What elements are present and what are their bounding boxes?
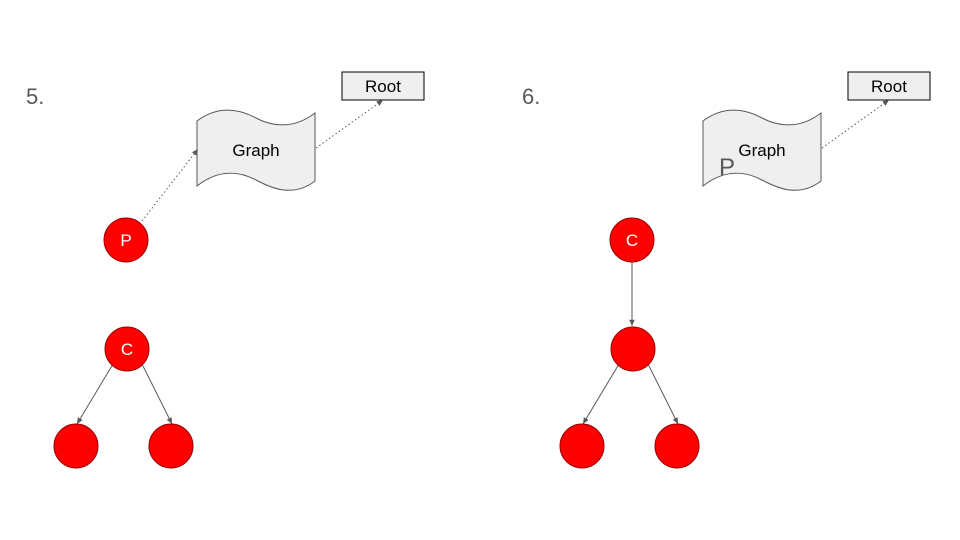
edge-p-to-graph: [141, 148, 199, 222]
node-p: P: [103, 217, 149, 263]
root-box-rect: [847, 71, 931, 101]
graph-label: Graph: [738, 141, 785, 160]
graph-shape: Graph P: [702, 109, 822, 191]
graph-label: Graph: [232, 141, 279, 160]
node-right-child: [654, 423, 700, 469]
graph-shape-body: [702, 109, 822, 191]
node-c-circle: [609, 217, 655, 263]
panel-step-5: 5. Root Graph P C: [26, 71, 425, 469]
node-right-child: [148, 423, 194, 469]
step-number-6: 6.: [522, 84, 540, 109]
root-box: Root: [341, 71, 425, 101]
edge-c-to-right-child: [141, 363, 173, 425]
graph-shape: Graph: [196, 109, 316, 191]
node-p-label: P: [120, 231, 131, 250]
node-left-child: [559, 423, 605, 469]
node-middle: [610, 326, 656, 372]
graph-overlay-letter: P: [719, 154, 735, 181]
graph-shape-body: [196, 109, 316, 191]
root-box: Root: [847, 71, 931, 101]
step-number-5: 5.: [26, 84, 44, 109]
node-c: C: [104, 326, 150, 372]
edge-middle-to-left-child: [582, 363, 620, 425]
node-c: C: [609, 217, 655, 263]
node-c-circle: [104, 326, 150, 372]
edge-graph-to-root: [821, 99, 890, 149]
node-left-child: [53, 423, 99, 469]
edge-c-to-left-child: [76, 363, 114, 425]
edge-middle-to-right-child: [647, 363, 679, 425]
panel-step-6: 6. Root Graph P C: [522, 71, 931, 469]
node-c-label: C: [121, 340, 133, 359]
edge-graph-to-root: [315, 99, 384, 149]
node-c-label: C: [626, 231, 638, 250]
root-label: Root: [365, 77, 401, 96]
root-label: Root: [871, 77, 907, 96]
node-p-circle: [103, 217, 149, 263]
root-box-rect: [341, 71, 425, 101]
